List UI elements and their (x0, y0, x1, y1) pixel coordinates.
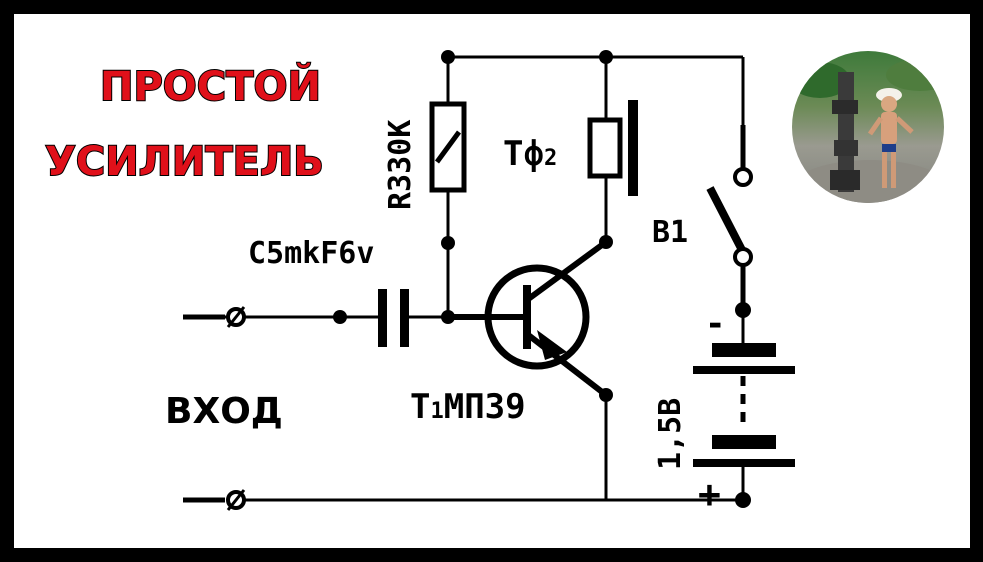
input-terminal-bottom-slash (226, 489, 246, 511)
transistor-label-sub: 1 (430, 399, 443, 424)
switch-lever (706, 186, 747, 254)
headphones-body (587, 117, 623, 179)
battery-plus-sign: + (698, 472, 721, 516)
collector-lead (525, 239, 608, 303)
input-terminal-top-slash (226, 306, 246, 328)
junction-battery-bottom (735, 492, 751, 508)
transistor-label: Т1МП39 (410, 387, 526, 427)
title-line-2: УСИЛИТЕЛЬ (45, 139, 324, 185)
battery-minus-sign: - (705, 304, 725, 344)
transistor-label-model: МП39 (444, 387, 526, 427)
switch-contact-bottom (733, 247, 753, 267)
battery-cell-1-pos (693, 366, 795, 374)
emitter-lead (525, 331, 608, 398)
headphones-label-main: Тф (503, 134, 544, 174)
headphones-label-sub: 2 (544, 146, 557, 171)
capacitor-plate-right (400, 289, 409, 347)
emitter-arrow (537, 330, 567, 360)
switch-label: B1 (652, 215, 688, 250)
junction-resistor-bottom (441, 236, 455, 250)
switch-contact-top (733, 167, 753, 187)
resistor-slash (434, 130, 462, 164)
battery-label: 1,5В (653, 398, 688, 470)
title-line-1: ПРОСТОЙ (100, 62, 321, 110)
battery-cell-2-neg (712, 435, 776, 449)
transistor-label-main: Т (410, 387, 430, 427)
resistor-label: R330K (383, 120, 418, 210)
capacitor-plate-left (378, 289, 387, 347)
child-beside-rock-pillar-photo (792, 51, 944, 203)
headphones-diaphragm (628, 100, 638, 196)
junction-capacitor-left (333, 310, 347, 324)
input-label: ВХОД (165, 391, 283, 432)
battery-cell-1-neg (712, 343, 776, 357)
capacitor-label: C5mkF6v (248, 236, 374, 271)
battery-cell-2-pos (693, 459, 795, 467)
headphones-label: Тф2 (503, 134, 557, 174)
